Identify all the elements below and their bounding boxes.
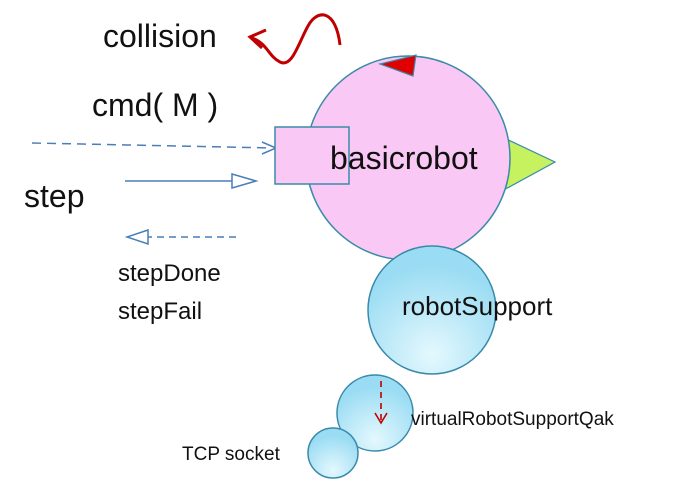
tcp-socket-label: TCP socket — [182, 444, 280, 465]
basicrobot-label: basicrobot — [330, 140, 478, 176]
step-done-label: stepDone — [118, 260, 221, 287]
red-triangle — [377, 54, 417, 77]
virtual-down-arrowhead — [374, 412, 388, 425]
robot-support-label: robotSupport — [402, 291, 553, 321]
virtual-robot-support-label: virtualRobotSupportQak — [411, 409, 614, 430]
step-arrowhead — [231, 173, 259, 189]
cmd-arrow-line — [31, 142, 273, 149]
cmd-label: cmd( M ) — [92, 87, 219, 123]
collision-arrowhead — [247, 28, 267, 50]
collision-squiggle — [251, 13, 342, 65]
step-fail-label: stepFail — [118, 298, 203, 325]
step-done-arrowhead — [124, 228, 149, 246]
input-port-box — [274, 126, 350, 185]
step-label: step — [24, 178, 85, 214]
tcp-socket-circle — [307, 427, 359, 479]
robot-support-circle — [367, 245, 497, 375]
collision-label: collision — [103, 18, 217, 54]
